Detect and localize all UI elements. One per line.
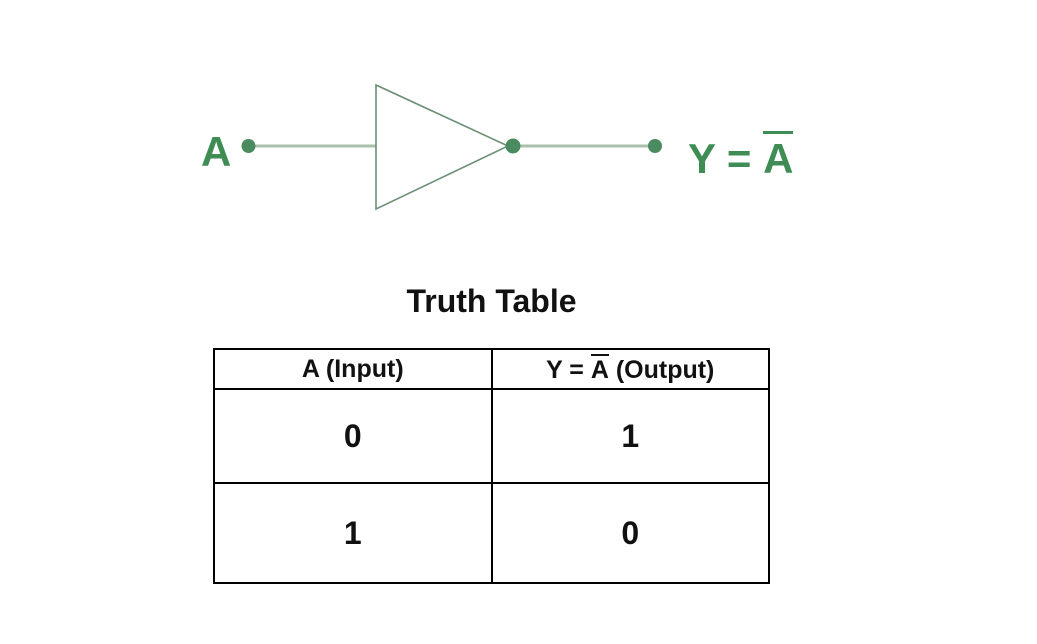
input-terminal-dot (241, 139, 256, 153)
output-label-overline-a: A (763, 131, 794, 180)
header-output-column: Y = A (Output) (490, 348, 770, 390)
gate-triangle (375, 83, 510, 211)
cell-output-value: 1 (490, 388, 770, 484)
header-output-prefix: Y = (546, 355, 591, 384)
output-terminal-dot (648, 139, 662, 153)
truth-table: A (Input) Y = A (Output) 0 1 1 0 (213, 348, 770, 584)
gate-input-label: A (201, 128, 232, 175)
truth-table-row: 0 1 (213, 388, 770, 484)
header-input-column: A (Input) (213, 348, 493, 390)
header-output-suffix: (Output) (608, 355, 715, 384)
gate-output-dot (505, 138, 521, 154)
cell-output-value: 0 (490, 482, 770, 584)
truth-table-title: Truth Table (406, 283, 577, 319)
truth-table-row: 1 0 (213, 482, 770, 584)
gate-output-label: Y = A (688, 131, 794, 182)
truth-table-header-row: A (Input) Y = A (Output) (213, 348, 770, 390)
cell-input-value: 0 (213, 388, 493, 484)
cell-input-value: 1 (213, 482, 493, 584)
header-output-overline-a: A (590, 353, 609, 384)
output-label-prefix: Y = (688, 135, 764, 182)
